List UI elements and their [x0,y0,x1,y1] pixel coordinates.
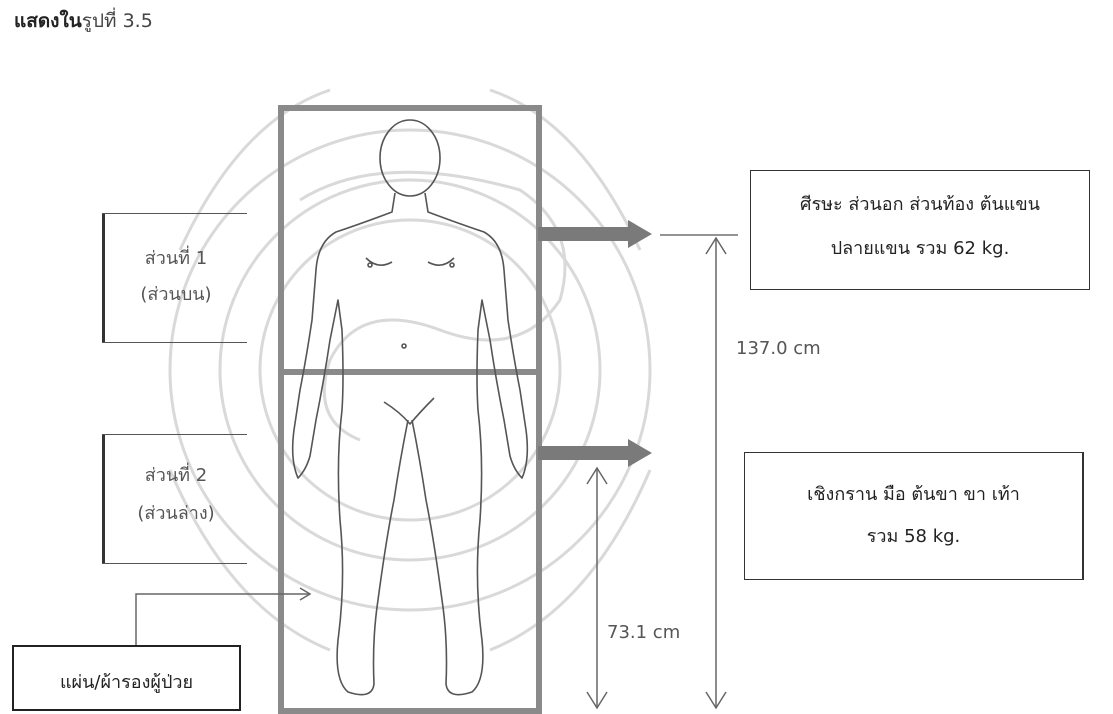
upper-segment-line1: ศีรษะ ส่วนอก ส่วนท้อง ต้นแขน [751,189,1089,218]
part2-label: ส่วนที่ 2 [105,460,247,489]
part1-box-bottom [102,342,247,343]
part1-box: ส่วนที่ 1 (ส่วนบน) [102,213,247,343]
lower-segment-line1: เชิงกราน มือ ต้นขา ขา เท้า [745,479,1082,508]
part2-box: ส่วนที่ 2 (ส่วนล่าง) [102,434,247,564]
mat-label: แผ่น/ผ้ารองผู้ป่วย [14,667,239,696]
upper-segment-box: ศีรษะ ส่วนอก ส่วนท้อง ต้นแขน ปลายแขน รวม… [750,170,1090,290]
lower-segment-box: เชิงกราน มือ ต้นขา ขา เท้า รวม 58 kg. [744,452,1084,580]
part1-label: ส่วนที่ 1 [105,243,247,272]
part1-box-top [102,213,247,214]
mat-label-box: แผ่น/ผ้ารองผู้ป่วย [12,645,241,711]
upper-segment-line2: ปลายแขน รวม 62 kg. [751,233,1089,262]
part2-box-bottom [102,563,247,564]
lower-height-label: 73.1 cm [607,622,680,643]
part2-box-top [102,434,247,435]
part1-sublabel: (ส่วนบน) [105,279,247,308]
total-height-dimension [706,238,726,708]
mat-frame [281,108,539,711]
lower-segment-line2: รวม 58 kg. [745,521,1082,550]
lower-height-dimension [587,468,607,708]
part2-sublabel: (ส่วนล่าง) [105,498,247,527]
total-height-label: 137.0 cm [736,338,821,359]
lower-arrow [538,439,652,467]
